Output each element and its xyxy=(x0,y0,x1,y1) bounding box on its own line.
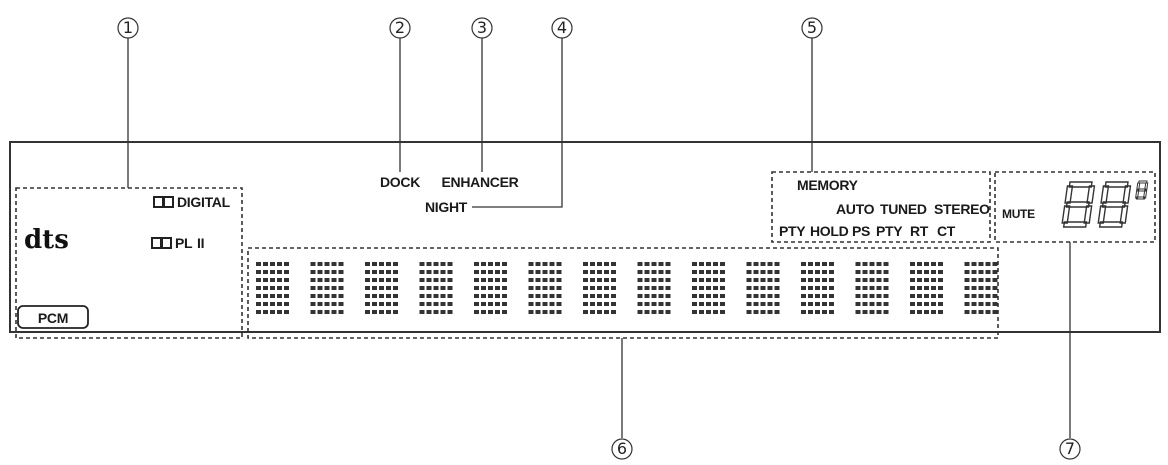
dock-indicator: DOCK xyxy=(380,174,420,190)
dot-matrix-cell xyxy=(528,262,562,314)
dot-matrix-cell xyxy=(365,262,398,314)
mute-indicator-group xyxy=(994,171,1156,243)
pcm-indicator: PCM xyxy=(17,305,89,329)
segment-digit-2 xyxy=(1097,181,1132,228)
dot-matrix-display xyxy=(256,262,998,314)
rt-indicator: RT xyxy=(910,223,929,239)
dolby-digital-label: DIGITAL xyxy=(177,194,231,210)
callout-number-2: 2 xyxy=(395,18,405,37)
dot-matrix-cell xyxy=(692,262,725,314)
ps-indicator: PS xyxy=(852,223,870,239)
callout-number-7: 7 xyxy=(1065,439,1075,458)
callout-3: 3 xyxy=(471,17,493,172)
segment-digit-small xyxy=(1135,180,1149,200)
callout-number-3: 3 xyxy=(477,18,487,37)
callout-4: 4 xyxy=(472,17,573,208)
dolby-logo-icon xyxy=(153,196,174,208)
dts-logo: dts xyxy=(24,225,69,255)
callout-5: 5 xyxy=(801,17,823,172)
auto-indicator: AUTO xyxy=(836,201,875,217)
stereo-indicator: STEREO xyxy=(934,201,990,217)
callout-number-4: 4 xyxy=(557,18,567,37)
seven-segment-display xyxy=(1061,180,1149,228)
segment-digit-1 xyxy=(1061,181,1096,228)
dot-matrix-cell xyxy=(855,262,889,314)
dot-matrix-cell xyxy=(583,262,616,314)
enhancer-indicator: ENHANCER xyxy=(442,174,519,190)
dot-matrix-cell xyxy=(419,262,453,314)
dot-matrix-group xyxy=(247,247,999,339)
callout-6: 6 xyxy=(611,338,633,460)
dot-matrix-cell xyxy=(964,262,998,314)
dolby-logo-icon xyxy=(151,237,172,249)
dot-matrix-cell xyxy=(637,262,671,314)
memory-indicator: MEMORY xyxy=(797,177,859,193)
dot-matrix-cell xyxy=(746,262,780,314)
dot-matrix-cell xyxy=(910,262,943,314)
callout-2: 2 xyxy=(389,17,411,172)
dot-matrix-cell xyxy=(474,262,507,314)
pty-indicator: PTY xyxy=(779,223,806,239)
callout-1: 1 xyxy=(117,17,139,188)
dot-matrix-cell xyxy=(256,262,289,314)
dot-matrix-cell xyxy=(310,262,344,314)
callout-7: 7 xyxy=(1059,242,1081,460)
callout-number-5: 5 xyxy=(807,18,817,37)
callout-number-6: 6 xyxy=(617,439,627,458)
pty-rds-indicator: PTY xyxy=(876,223,903,239)
left-indicator-group xyxy=(15,187,243,339)
display-frame xyxy=(9,141,1161,333)
dolby-pl-suffix: II xyxy=(197,235,204,251)
tuner-indicator-group xyxy=(771,171,991,243)
tuned-indicator: TUNED xyxy=(880,201,927,217)
pcm-label: PCM xyxy=(38,310,68,326)
mute-indicator: MUTE xyxy=(1002,207,1035,221)
ct-indicator: CT xyxy=(937,223,956,239)
hold-indicator: HOLD xyxy=(810,223,849,239)
night-indicator: NIGHT xyxy=(425,199,468,215)
dolby-pl2-indicator: PL II xyxy=(151,235,204,251)
dolby-digital-indicator: DIGITAL xyxy=(153,194,231,210)
callout-number-1: 1 xyxy=(123,18,133,37)
dolby-pl-label: PL xyxy=(175,235,193,251)
dot-matrix-cell xyxy=(801,262,834,314)
